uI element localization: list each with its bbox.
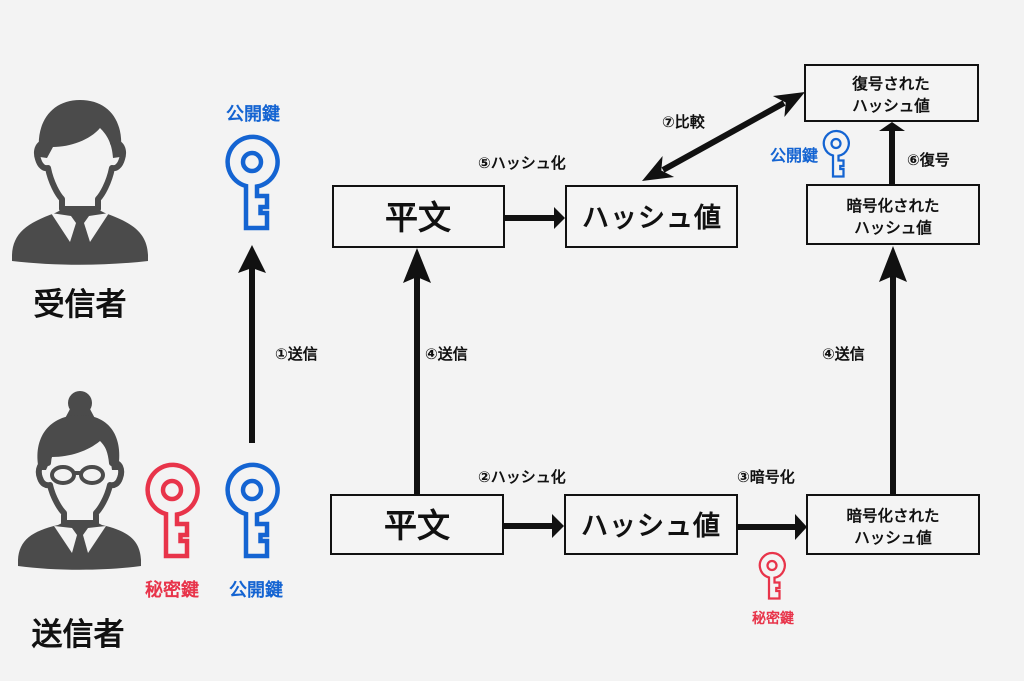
arrow-send-public-key [238,245,266,443]
decrypt-public-key-label: 公開鍵 [770,146,818,165]
sender-public-key-label: 公開鍵 [229,579,283,601]
step-send-encrypted-label: ④送信 [822,345,865,363]
step-compare-label: ⑦比較 [662,113,706,131]
receiver-label: 受信者 [34,287,127,323]
top-encrypted-hash-line2: ハッシュ値 [854,218,932,237]
arrow-hash-bottom [504,514,564,538]
step-decrypt-label: ⑥復号 [907,151,950,169]
glasses-icon [50,465,105,485]
top-plaintext-text: 平文 [385,198,451,237]
top-plaintext-box: 平文 [332,185,505,248]
sender-public-key-icon [228,465,278,556]
bottom-encrypted-hash-box: 暗号化された ハッシュ値 [806,494,980,555]
top-hash-text: ハッシュ値 [582,203,722,234]
receiver-public-key-label: 公開鍵 [226,103,280,125]
step-hash-bottom-label: ②ハッシュ化 [478,468,566,486]
decrypted-hash-box: 復号された ハッシュ値 [804,64,979,122]
sender-private-key-label: 秘密鍵 [145,579,199,601]
sender-private-key-icon [148,465,198,556]
step-send-public-key-label: ①送信 [275,345,318,363]
sender-label: 送信者 [32,617,125,653]
arrow-encrypt [738,514,807,540]
receiver-public-key-icon [228,137,278,228]
arrow-send-encrypted-hash [879,246,907,495]
arrow-hash-top [505,207,565,229]
bottom-hash-box: ハッシュ値 [564,494,738,555]
top-encrypted-hash-line1: 暗号化された [846,196,939,215]
arrow-compare [642,92,805,181]
sender-avatar-icon [18,391,141,570]
decrypted-hash-line2: ハッシュ値 [852,96,930,115]
step-encrypt-label: ③暗号化 [737,468,795,486]
encrypt-private-key-icon [758,551,786,600]
receiver-avatar-icon [12,100,148,265]
step-hash-top-label: ⑤ハッシュ化 [478,154,566,172]
bottom-encrypted-hash-line1: 暗号化された [846,506,939,525]
bottom-encrypted-hash-line2: ハッシュ値 [854,528,932,547]
decrypt-public-key-icon [822,129,850,178]
bottom-plaintext-box: 平文 [330,494,504,555]
top-encrypted-hash-box: 暗号化された ハッシュ値 [806,184,980,245]
arrow-decrypt [879,122,905,185]
step-send-plaintext-label: ④送信 [425,345,468,363]
decrypted-hash-line1: 復号された [851,74,930,93]
top-hash-box: ハッシュ値 [565,185,738,248]
bottom-plaintext-text: 平文 [384,506,450,545]
arrow-send-plaintext [403,248,431,495]
bottom-hash-text: ハッシュ値 [581,511,721,542]
encrypt-private-key-label: 秘密鍵 [752,610,794,627]
